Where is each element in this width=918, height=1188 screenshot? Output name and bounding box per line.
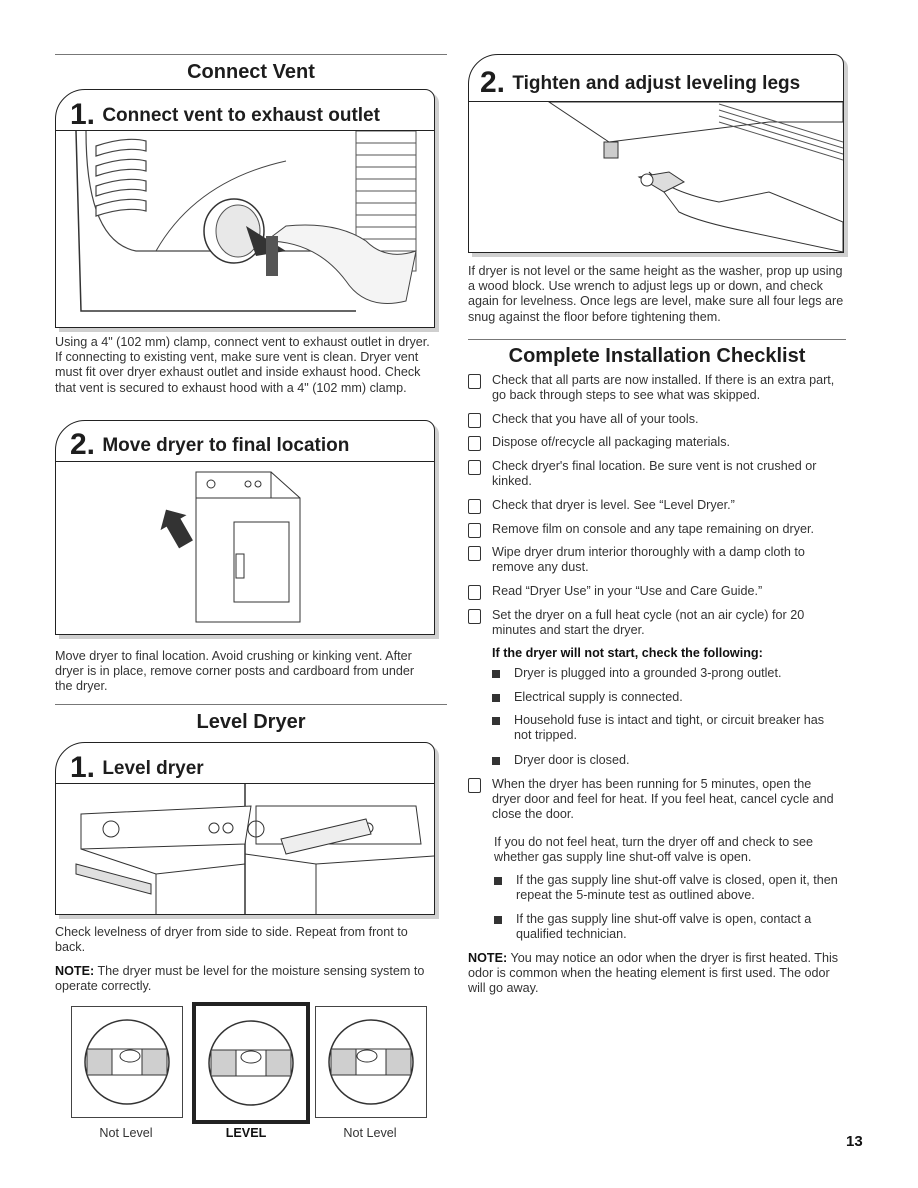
checklist-item[interactable]: Check that all parts are now installed. … — [468, 373, 848, 405]
not-start-heading: If the dryer will not start, check the f… — [492, 646, 763, 660]
bullet-icon — [494, 916, 502, 924]
leveling-legs-illustration — [468, 101, 844, 253]
checklist-item[interactable]: Wipe dryer drum interior thoroughly with… — [468, 545, 848, 577]
level-indicator-not-level-right — [315, 1006, 427, 1118]
checklist-item[interactable]: Check that dryer is level. See “Level Dr… — [468, 498, 848, 514]
checklist-item[interactable]: Read “Dryer Use” in your “Use and Care G… — [468, 584, 848, 600]
leveling-legs-step-title: 2. Tighten and adjust leveling legs — [480, 66, 801, 99]
leveling-legs-step-header — [468, 54, 844, 104]
checklist-heading: Complete Installation Checklist — [508, 345, 806, 367]
level-dryer-step-title: 1. Level dryer — [70, 751, 204, 784]
checklist-item[interactable]: Check that you have all of your tools. — [468, 412, 848, 428]
level-dryer-note: NOTE: The dryer must be level for the mo… — [55, 964, 425, 994]
connect-vent-instructions: Using a 4" (102 mm) clamp, connect vent … — [55, 335, 430, 395]
level-dryer-rule — [55, 704, 447, 705]
level-dryer-illustration — [55, 783, 435, 915]
connect-vent-illustration — [55, 130, 435, 328]
page-number: 13 — [846, 1133, 863, 1150]
checkbox-icon[interactable] — [468, 374, 481, 389]
level-caption-not-level-left: Not Level — [99, 1126, 153, 1140]
checkbox-icon[interactable] — [468, 585, 481, 600]
checklist-item[interactable]: Check dryer's final location. Be sure ve… — [468, 459, 848, 491]
move-dryer-step-title: 2. Move dryer to final location — [70, 428, 350, 461]
checklist-rule — [468, 339, 846, 340]
checkbox-icon[interactable] — [468, 778, 481, 793]
bullet-icon — [492, 717, 500, 725]
level-dryer-instructions: Check levelness of dryer from side to si… — [55, 925, 408, 955]
level-caption-level: LEVEL — [225, 1126, 267, 1140]
bullet-icon — [492, 694, 500, 702]
top-rule-left — [55, 54, 447, 55]
level-dryer-heading: Level Dryer — [196, 711, 306, 733]
checkbox-icon[interactable] — [468, 609, 481, 624]
level-indicator-not-level-left — [71, 1006, 183, 1118]
bullet-icon — [492, 757, 500, 765]
bullet-icon — [494, 877, 502, 885]
level-indicator-level — [192, 1002, 310, 1124]
checklist-item-heat-test[interactable]: When the dryer has been running for 5 mi… — [468, 777, 848, 825]
checkbox-icon[interactable] — [468, 413, 481, 428]
move-dryer-step-header — [55, 420, 435, 464]
checkbox-icon[interactable] — [468, 460, 481, 475]
checkbox-icon[interactable] — [468, 499, 481, 514]
move-dryer-illustration — [55, 461, 435, 635]
checkbox-icon[interactable] — [468, 523, 481, 538]
connect-vent-step-title: 1. Connect vent to exhaust outlet — [70, 98, 380, 131]
connect-vent-step-header — [55, 89, 435, 133]
checklist-item[interactable]: Dispose of/recycle all packaging materia… — [468, 435, 848, 451]
checkbox-icon[interactable] — [468, 546, 481, 561]
connect-vent-heading: Connect Vent — [187, 61, 315, 83]
level-caption-not-level-right: Not Level — [343, 1126, 397, 1140]
move-dryer-instructions: Move dryer to final location. Avoid crus… — [55, 649, 415, 694]
leveling-legs-instructions: If dryer is not level or the same height… — [468, 264, 844, 324]
checklist-item[interactable]: Set the dryer on a full heat cycle (not … — [468, 608, 848, 640]
odor-note: NOTE: You may notice an odor when the dr… — [468, 951, 839, 996]
checklist-item[interactable]: Remove film on console and any tape rema… — [468, 522, 848, 538]
no-heat-instructions: If you do not feel heat, turn the dryer … — [494, 835, 814, 865]
checkbox-icon[interactable] — [468, 436, 481, 451]
bullet-icon — [492, 670, 500, 678]
